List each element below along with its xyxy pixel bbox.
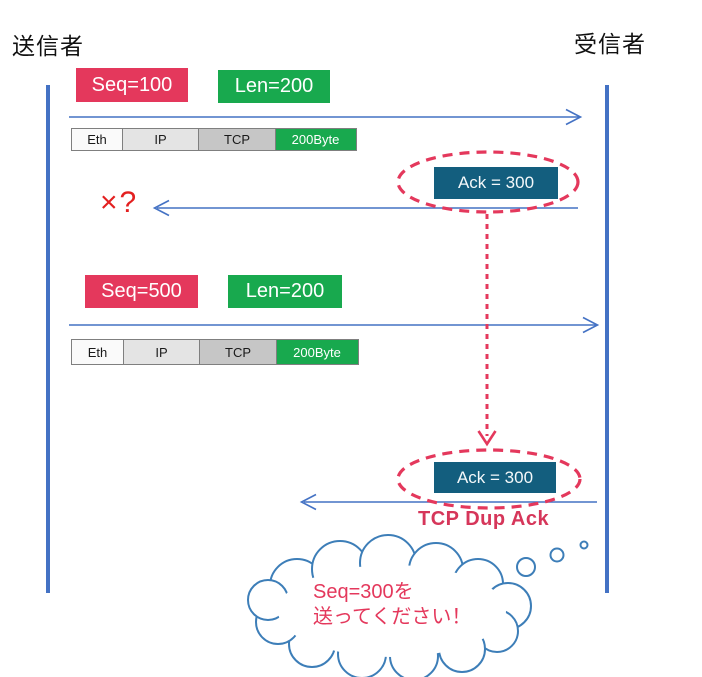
packet-row-1: Eth IP TCP 200Byte (71, 128, 357, 151)
ack2-box: Ack = 300 (434, 462, 556, 493)
thought-bubble-medium (549, 547, 565, 563)
cloud-text-line1: Seq=300を (313, 581, 414, 603)
ack1-box: Ack = 300 (434, 167, 558, 199)
thought-bubble-large (516, 557, 536, 577)
seq1-box: Seq=100 (76, 68, 188, 102)
packet1-tcp-cell: TCP (198, 128, 276, 151)
lost-ack-marker: ×? (100, 186, 139, 219)
packet2-eth-cell: Eth (71, 339, 124, 365)
packet1-payload-cell: 200Byte (274, 128, 357, 151)
packet2-tcp-cell: TCP (199, 339, 277, 365)
data-arrow-2 (69, 316, 600, 334)
thought-bubble-small (579, 540, 589, 550)
len2-box: Len=200 (228, 275, 342, 308)
cloud-text-line2: 送ってください！ (313, 606, 472, 628)
packet1-eth-cell: Eth (71, 128, 123, 151)
len1-box: Len=200 (218, 70, 330, 103)
packet-row-2: Eth IP TCP 200Byte (71, 339, 359, 365)
thought-bubble-trail (516, 540, 589, 577)
packet2-payload-cell: 200Byte (275, 339, 359, 365)
receiver-label: 受信者 (574, 31, 646, 57)
ack1-highlight-ellipse (396, 150, 580, 214)
packet1-ip-cell: IP (121, 128, 200, 151)
ack2-highlight-ellipse (396, 448, 582, 510)
packet2-ip-cell: IP (122, 339, 201, 365)
thought-cloud (247, 534, 532, 677)
sender-label: 送信者 (12, 33, 84, 59)
duplicate-ack-dashed-arrow (477, 214, 497, 447)
seq2-box: Seq=500 (85, 275, 198, 308)
tcp-dup-ack-label: TCP Dup Ack (418, 508, 550, 530)
ack-arrow-1 (152, 199, 578, 217)
data-arrow-1 (69, 108, 583, 126)
